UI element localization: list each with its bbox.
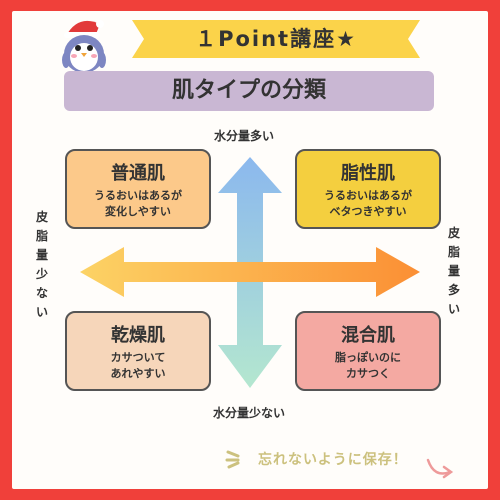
quadrant-oily-skin: 脂性肌 うるおいはあるが ベタつきやすい [295, 149, 441, 229]
axis-label-top: 水分量多い [214, 129, 275, 143]
curved-arrow-icon [426, 458, 454, 479]
section-heading: 肌タイプの分類 [64, 71, 434, 111]
quadrant-combination-skin: 混合肌 脂っぽいのに カサつく [295, 311, 441, 391]
axis-label-left: 皮 脂 量 少 な い [35, 210, 48, 319]
quadrant-desc-line: あれやすい [110, 367, 166, 380]
axis-label-right: 皮 脂 量 多 い [447, 226, 460, 316]
quadrant-desc-line: ベタつきやすい [329, 205, 407, 218]
quadrant-desc-line: 変化しやすい [105, 205, 171, 218]
quadrant-title: 乾燥肌 [111, 325, 165, 346]
penguin-mascot-icon [62, 20, 106, 73]
sparkle-icon [225, 450, 240, 469]
quadrant-desc-line: カサついて [110, 351, 166, 364]
quadrant-dry-skin: 乾燥肌 カサついて あれやすい [65, 311, 211, 391]
quadrant-desc-line: 脂っぽいのに [335, 351, 401, 364]
quadrant-desc-line: カサつく [346, 367, 390, 380]
quadrant-normal-skin: 普通肌 うるおいはあるが 変化しやすい [65, 149, 211, 229]
save-reminder: 忘れないように保存！ [258, 452, 408, 468]
horizontal-arrow [80, 247, 420, 297]
title-badge: １Point講座★ [126, 18, 426, 60]
quadrant-title: 脂性肌 [341, 163, 395, 184]
quadrant-desc-line: うるおいはあるが [94, 189, 182, 202]
page-title: １Point講座★ [195, 27, 357, 51]
quadrant-title: 普通肌 [111, 163, 165, 184]
axis-label-bottom: 水分量少ない [213, 406, 286, 420]
quadrant-desc-line: うるおいはあるが [324, 189, 412, 202]
quadrant-title: 混合肌 [341, 325, 395, 346]
